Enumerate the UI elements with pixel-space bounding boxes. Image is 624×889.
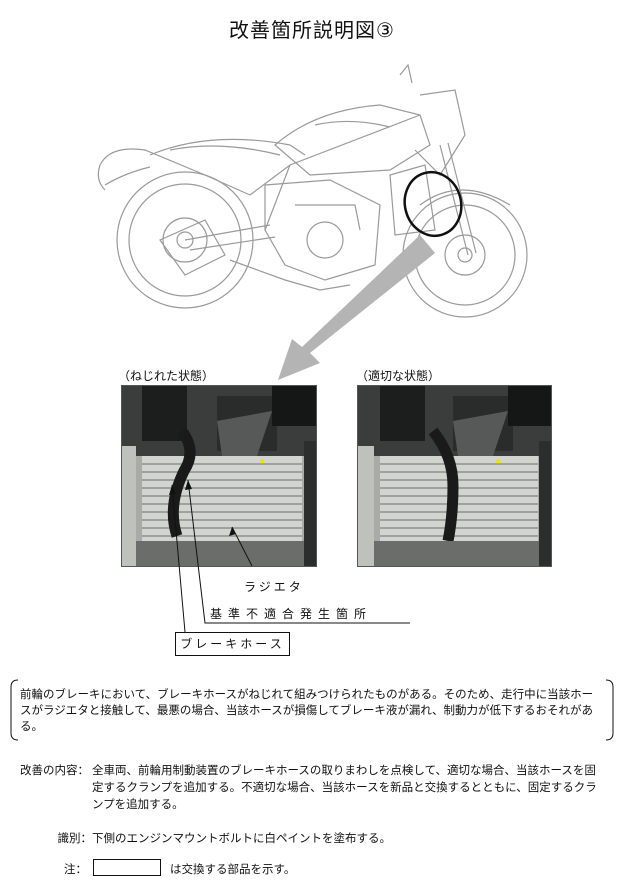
- twisted-state-caption: （ねじれた状態）: [118, 369, 215, 383]
- description-bracket: [10, 679, 614, 741]
- callout-lines: [169, 479, 410, 633]
- radiator-label: ラジエタ: [244, 580, 304, 594]
- note-text: は交換する部品を示す。: [170, 862, 296, 876]
- defect-location-label: 基準不適合発生箇所: [210, 607, 373, 621]
- proper-state-caption: （適切な状態）: [356, 369, 441, 383]
- improvement-label: 改善の内容：: [20, 763, 89, 777]
- identification-label: 識別：: [57, 831, 93, 845]
- proper-state-photo: [357, 385, 552, 567]
- note-label: 注：: [64, 862, 87, 876]
- defect-description: 前輪のブレーキにおいて、ブレーキホースがねじれて組みつけられたものがある。そのた…: [20, 687, 594, 733]
- note-legend-box: [93, 859, 161, 876]
- pointer-arrow: [278, 235, 435, 380]
- page-title: 改善箇所説明図③: [229, 18, 395, 42]
- improvement-text: 全車両、前輪用制動装置のブレーキホースの取りまわしを点検して、適切な場合、当該ホ…: [92, 763, 597, 811]
- brake-hose-label: ブレーキホース: [175, 632, 290, 656]
- identification-text: 下側のエンジンマウントボルトに白ペイントを塗布する。: [92, 831, 391, 845]
- motorcycle-illustration: [97, 63, 528, 318]
- twisted-state-photo: [121, 385, 317, 567]
